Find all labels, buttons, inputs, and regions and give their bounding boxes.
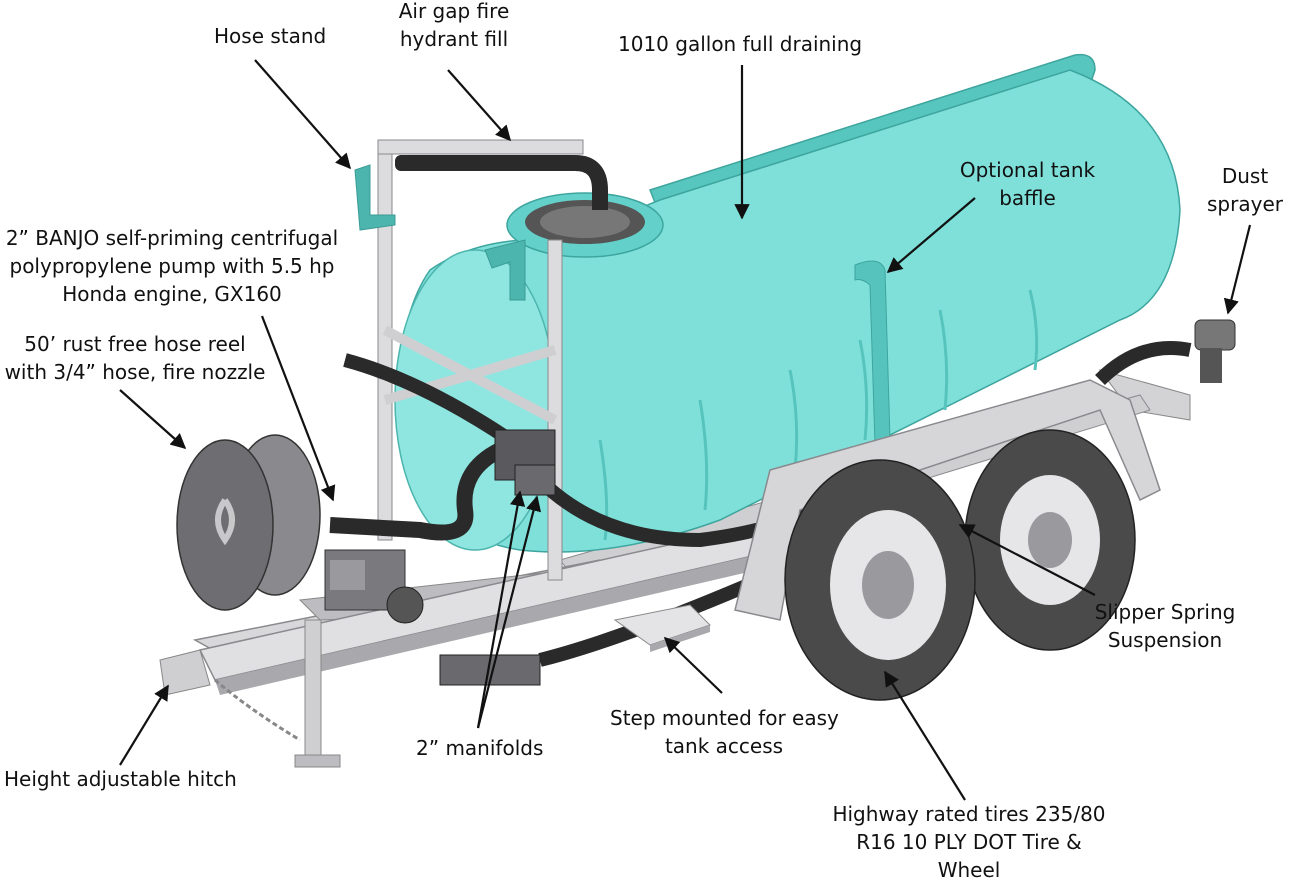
- arrow-dust: [1223, 224, 1252, 315]
- dust-sprayer: [1194, 319, 1236, 383]
- arrow-reel: [119, 389, 187, 450]
- label-capacity: 1010 gallon full draining: [618, 32, 863, 56]
- label-hose-reel: 50’ rust free hose reel with 3/4” hose, …: [4, 332, 266, 384]
- label-pump: 2” BANJO self-priming centrifugal polypr…: [5, 226, 339, 306]
- label-tires: Highway rated tires 235/80 R16 10 PLY DO…: [832, 802, 1106, 882]
- arrow-suspension: [958, 524, 1096, 596]
- label-baffle: Optional tank baffle: [959, 158, 1096, 210]
- label-hitch: Height adjustable hitch: [4, 767, 237, 791]
- label-manifolds: 2” manifolds: [416, 736, 544, 760]
- hitch: [159, 619, 341, 768]
- arrow-air-gap: [447, 69, 512, 142]
- leader-arrows: [119, 59, 1252, 801]
- label-step: Step mounted for easy tank access: [610, 706, 839, 758]
- label-hose-stand: Hose stand: [214, 24, 327, 48]
- arrow-hose-stand: [254, 59, 352, 170]
- label-dust-sprayer: Dust sprayer: [1207, 164, 1283, 216]
- wheels: [734, 379, 1161, 701]
- label-air-gap: Air gap fire hydrant fill: [398, 0, 510, 51]
- arrow-manifold-1: [476, 490, 526, 729]
- arrow-step: [663, 636, 723, 694]
- arrow-tires: [884, 670, 966, 801]
- arrow-baffle: [886, 197, 976, 273]
- step: [613, 604, 711, 652]
- arrow-hitch: [119, 684, 169, 766]
- water-tank: [394, 53, 1181, 553]
- arrow-pump: [260, 315, 336, 502]
- label-suspension: Slipper Spring Suspension: [1094, 600, 1236, 652]
- arrow-manifold-2: [476, 495, 542, 729]
- pump-engine: [324, 549, 424, 624]
- hose-reel: [176, 434, 321, 611]
